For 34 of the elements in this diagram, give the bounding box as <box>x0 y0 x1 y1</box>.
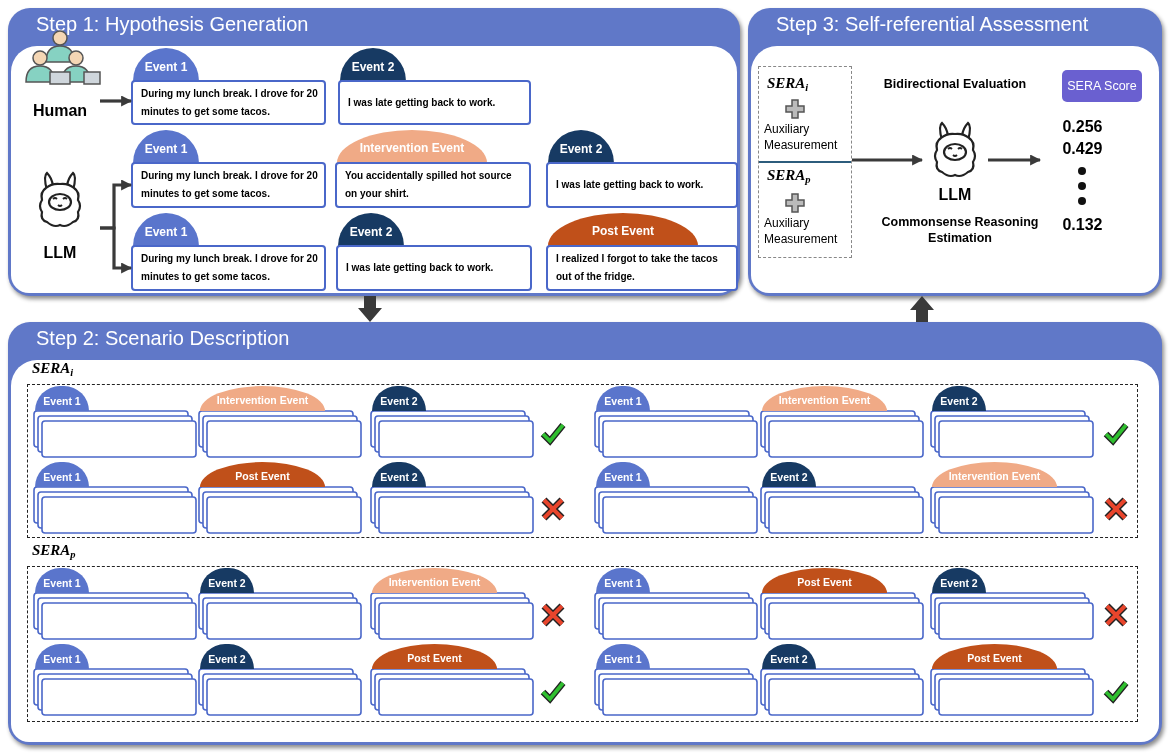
panel <box>748 8 1162 296</box>
llm-label: LLM <box>937 186 973 204</box>
arrow <box>910 296 934 322</box>
group-label: SERA$_{p}$ <box>32 542 76 559</box>
arrow <box>100 226 133 274</box>
metric-label: Auxiliary Measurement <box>764 215 839 247</box>
caption-text: Commonsense Reasoning Estimation <box>880 214 1040 246</box>
event-text: I was late getting back to work. <box>346 261 495 275</box>
actor-label: Human <box>31 102 89 120</box>
caption-text: Bidirectional Evaluation <box>882 76 1028 92</box>
event-text: During my lunch break. I drove for 20 minutes to get some tacos. <box>141 86 318 119</box>
arrow <box>988 154 1042 166</box>
metric-label: SERA$_{p}$ <box>767 167 811 184</box>
panel-title: Step 3: Self-referential Assessment <box>776 13 1089 36</box>
event-text: I realized I forgot to take the tacos out of the fridge. <box>556 252 719 284</box>
score-badge: SERA Score <box>1062 70 1142 102</box>
arrow <box>358 296 382 322</box>
arrow <box>852 154 924 166</box>
event-text: You accidentally spilled hot source on your shirt. <box>345 169 513 201</box>
arrow <box>100 95 133 107</box>
panel-title: Step 2: Scenario Description <box>36 327 290 350</box>
event-text: I was late getting back to work. <box>556 178 705 192</box>
actor-label: LLM <box>42 244 78 262</box>
group-label: SERA$_{i}$ <box>32 360 74 377</box>
event-text: I was late getting back to work. <box>348 95 497 110</box>
score-value: 0.256 <box>1061 118 1104 136</box>
metric-label: Auxiliary Measurement <box>764 121 839 153</box>
event-text: During my lunch break. I drove for 20 minutes to get some tacos. <box>141 169 318 201</box>
metric-label: SERA$_{i}$ <box>767 75 809 92</box>
score-value: 0.429 <box>1061 140 1104 158</box>
panel-title: Step 1: Hypothesis Generation <box>36 13 309 36</box>
event-text: During my lunch break. I drove for 20 minutes to get some tacos. <box>141 252 318 284</box>
dashed-box <box>758 66 852 258</box>
score-value: 0.132 <box>1061 216 1104 234</box>
